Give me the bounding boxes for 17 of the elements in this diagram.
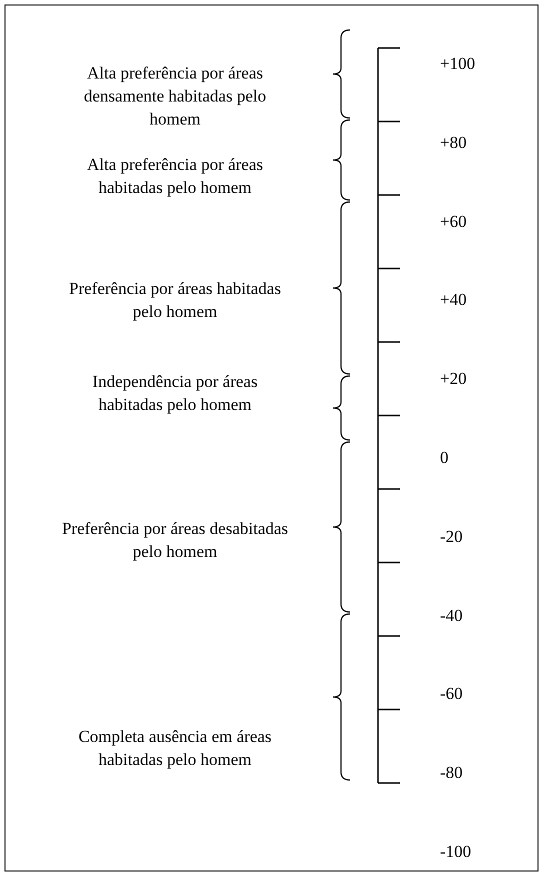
scale-value: -100 [440, 842, 472, 862]
scale-value: -20 [440, 526, 463, 547]
scale-value: -40 [440, 606, 463, 626]
scale-value: -80 [440, 763, 463, 784]
scale-value: +20 [440, 369, 467, 390]
scale-value: +100 [440, 54, 476, 74]
category-label: Completa ausência em áreas habitadas pelo homem [77, 726, 273, 771]
category-label: Preferência por áreas habitadas pelo homem [68, 278, 282, 323]
scale-value: 0 [440, 448, 448, 468]
category-label: Independência por áreas habitadas pelo homem [91, 371, 259, 416]
category-label: Alta preferência por áreas habitadas pelo homem [86, 154, 264, 199]
category-label: Preferência por áreas desabitadas pelo homem [60, 518, 290, 563]
scale-value: +60 [440, 212, 467, 232]
scale-value: +40 [440, 290, 467, 310]
category-label: Alta preferência por áreas densamente habitadas pelo homem [82, 62, 268, 130]
scale-value: +80 [440, 132, 467, 153]
scale-value: -60 [440, 684, 463, 704]
